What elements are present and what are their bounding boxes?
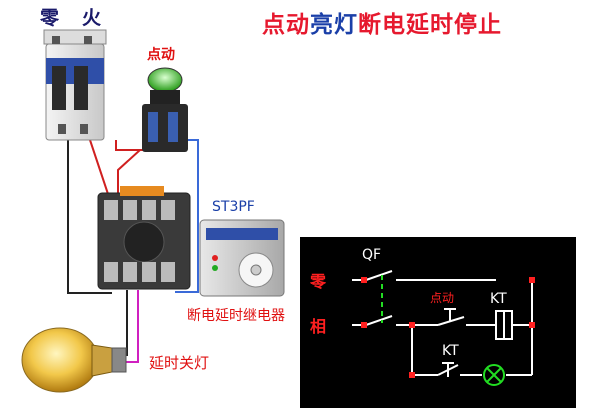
time-relay-device	[199, 219, 285, 297]
schematic-phase-label: 相	[310, 317, 327, 336]
circuit-breaker	[43, 29, 107, 141]
title-part-5: 停止	[454, 12, 502, 38]
label-fire: 火	[82, 7, 102, 29]
label-delay-off: 延时关灯	[149, 354, 210, 372]
title-part-1: 点动	[262, 12, 310, 38]
label-relay-model: ST3PF	[212, 199, 255, 215]
title-part-2: 亮灯	[310, 12, 358, 38]
schematic-neutral-label: 零	[310, 272, 327, 291]
label-neutral: 零	[40, 7, 60, 29]
wires	[67, 139, 199, 363]
schematic-lines	[352, 270, 535, 386]
label-relay-name: 断电延时继电器	[187, 308, 285, 324]
label-push-button: 点动	[147, 47, 175, 63]
page-title: 点动亮灯断电延时停止	[262, 5, 502, 39]
schematic-qf-label: QF	[362, 247, 382, 263]
title-part-4: 延时	[406, 12, 454, 38]
schematic-panel: QF 零 相 点动 KT KT	[300, 237, 576, 408]
schematic-coil-label: KT	[490, 291, 507, 307]
push-button-device	[142, 67, 188, 152]
schematic-contact-label: KT	[442, 343, 459, 359]
relay-socket	[97, 186, 191, 290]
title-part-3: 断电	[358, 12, 406, 38]
lamp	[21, 327, 127, 393]
schematic-button-label: 点动	[430, 291, 455, 305]
